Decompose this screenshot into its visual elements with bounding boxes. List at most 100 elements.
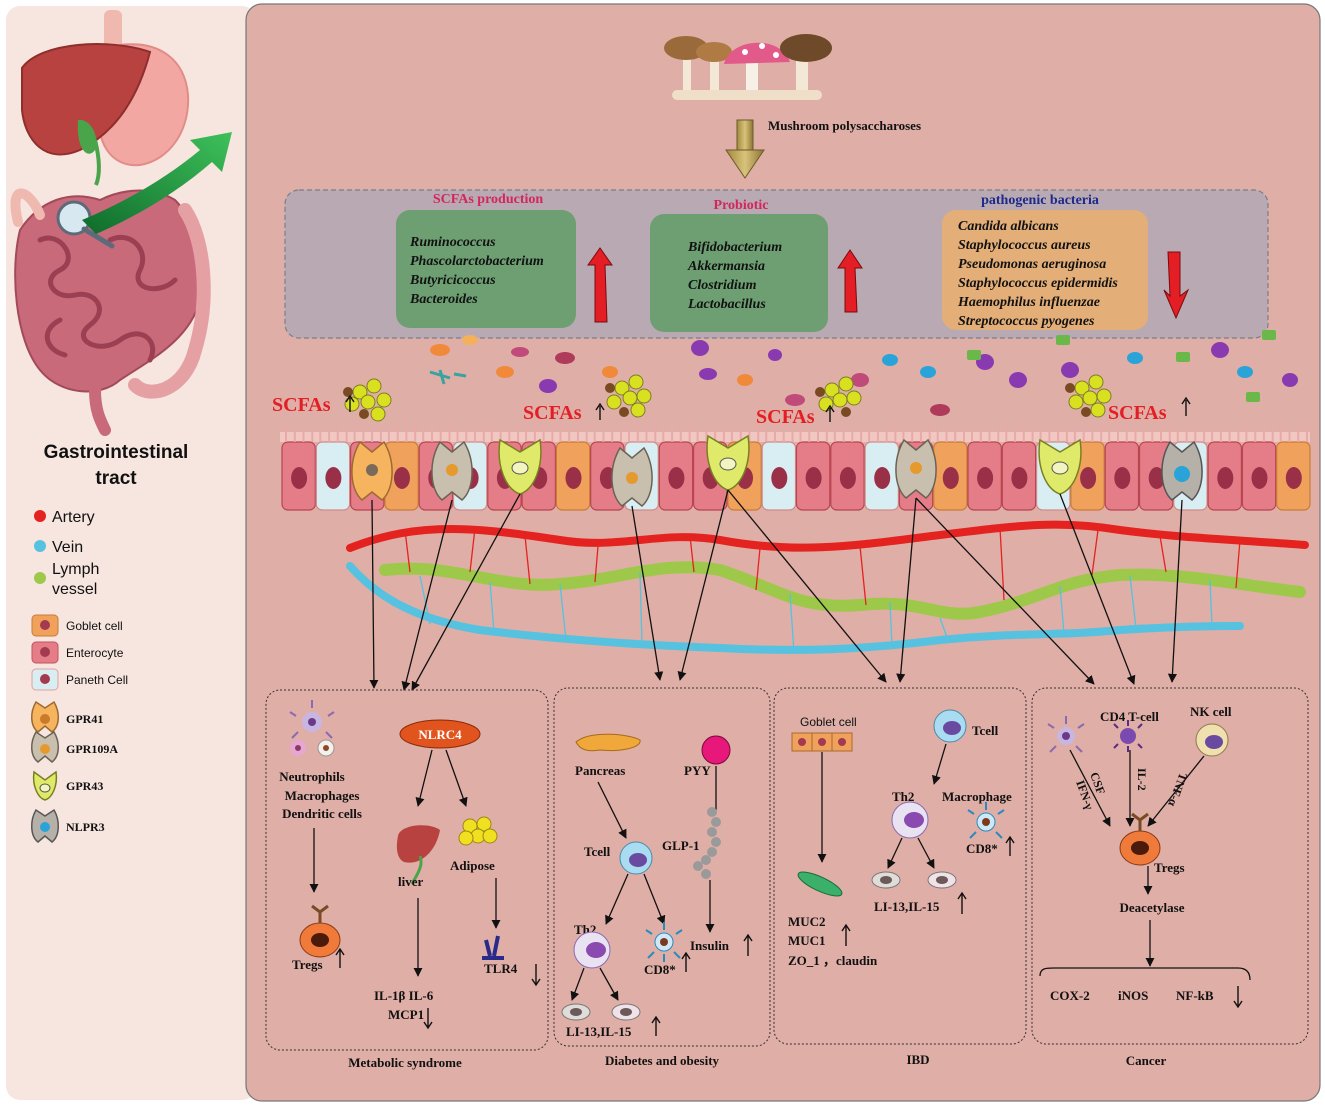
legend-artery: Artery — [52, 509, 95, 526]
gpr43-receptor-icon — [498, 438, 542, 495]
mushroom-label: Mushroom polysaccharoses — [768, 118, 921, 133]
zoom-arrow-icon — [82, 132, 232, 234]
up-arrow-icon — [837, 249, 863, 313]
cell-nucleus — [565, 467, 582, 489]
legend-title-line1: Gastrointestinal — [44, 442, 189, 463]
bracket-line — [1039, 967, 1251, 981]
cell-nucleus — [874, 467, 891, 489]
pathway-arrows — [369, 489, 1183, 691]
down-arrow-red-icon — [1163, 251, 1190, 320]
cell-nucleus — [805, 467, 822, 489]
cell-nucleus — [394, 467, 410, 489]
pyy-label: PYY — [684, 763, 711, 778]
probiotic-title: Probiotic — [714, 198, 769, 213]
dendritic-cell-icon — [1047, 716, 1085, 753]
cell-nucleus — [1148, 467, 1165, 489]
ibd-caption: IBD — [906, 1052, 929, 1067]
ibd-tcell-label: Tcell — [972, 723, 999, 738]
pyy-icon — [701, 735, 731, 765]
cell-nucleus — [1251, 467, 1268, 489]
scfas-label: SCFAs — [272, 394, 331, 416]
cancer-caption: Cancer — [1126, 1053, 1167, 1068]
cd4-cell-icon — [1113, 720, 1143, 752]
legend-goblet: Goblet cell — [66, 619, 123, 633]
cell-nucleus — [291, 467, 308, 489]
tcell-icon — [933, 709, 967, 743]
tlr4-receptor-icon — [482, 935, 504, 960]
tlr4-label: TLR4 — [484, 961, 518, 976]
nlpr3-receptor-icon — [1161, 440, 1203, 501]
cell-nucleus — [771, 467, 788, 489]
gpr43-receptor-icon — [706, 434, 750, 491]
gallbladder-icon — [77, 119, 97, 154]
cd4-label: CD4 T-cell — [1100, 709, 1159, 724]
cd8-cell-icon — [645, 922, 683, 962]
pancreas-icon — [575, 733, 641, 752]
cancer-tregs-label: Tregs — [1154, 860, 1185, 875]
artery-dot-icon — [34, 510, 46, 522]
cell-nucleus — [1217, 467, 1234, 489]
glp1-peptide-icon — [693, 807, 721, 879]
ibd-th2-label: Th2 — [892, 789, 914, 804]
mushrooms-icon — [664, 34, 832, 100]
gpr43-receptor-icon — [32, 770, 58, 801]
scfa-item: Ruminococcus — [409, 235, 496, 250]
scfa-item: Butyricicoccus — [409, 273, 496, 288]
insulin-label: Insulin — [690, 938, 730, 953]
metabolic-caption: Metabolic syndrome — [348, 1055, 462, 1070]
epithelial-receptors — [351, 434, 1203, 507]
down-arrow-icon — [725, 119, 765, 179]
pathogenic-item: Haemophilus influenzae — [957, 295, 1100, 310]
bacteria-cluster — [429, 330, 1298, 416]
legend-gpr41: GPR41 — [66, 712, 103, 726]
treg-cell-icon — [1119, 812, 1161, 866]
gpr109a-receptor-icon — [431, 440, 473, 501]
muc1-label: MUC1 — [788, 933, 826, 948]
probiotic-item: Lactobacillus — [687, 297, 766, 312]
cell-nucleus — [668, 467, 685, 489]
cell-nucleus — [1114, 467, 1131, 489]
scfas-label: SCFAs — [1108, 402, 1167, 424]
th2-cell-icon — [891, 801, 929, 839]
immune-cell-label: Neutrophils — [279, 769, 345, 784]
up-arrow-icon — [587, 247, 613, 323]
liver-icon — [21, 43, 152, 156]
cell-nucleus — [977, 467, 994, 489]
lymph-line — [379, 561, 1306, 620]
probiotic-box — [650, 214, 828, 332]
pancreas-label: Pancreas — [575, 763, 625, 778]
probiotic-item: Clostridium — [688, 278, 757, 293]
cell-nucleus — [1285, 467, 1302, 489]
probiotic-item: Bifidobacterium — [687, 240, 782, 255]
cell-nucleus — [1080, 467, 1097, 489]
pathogenic-item: Candida albicans — [958, 219, 1059, 234]
metabolic-box — [265, 689, 549, 1051]
legend-title-line2: tract — [95, 468, 137, 489]
scfa-item: Phascolarctobacterium — [410, 254, 544, 269]
cytokines-label: IL-1β IL-6 — [374, 988, 434, 1003]
gpr109a-receptor-icon — [895, 438, 937, 499]
artery-line — [346, 520, 1309, 552]
legend-nlpr3: NLPR3 — [66, 820, 105, 834]
pathogenic-item: Staphylococcus epidermidis — [958, 276, 1118, 291]
blood-vessels — [346, 520, 1309, 654]
metabolic-tregs-label: Tregs — [292, 957, 323, 972]
nfkb-label: NF-kB — [1176, 988, 1214, 1003]
cell-nucleus — [839, 467, 856, 489]
liver-small-icon — [396, 825, 440, 885]
macrophage-icon — [967, 802, 1005, 839]
cancer-box — [1031, 687, 1309, 1045]
scfas-label: SCFAs — [756, 406, 815, 428]
cell-nucleus — [325, 467, 342, 489]
pathogenic-box — [942, 210, 1148, 330]
legend-paneth: Paneth Cell — [66, 673, 128, 687]
gpr109a-receptor-icon — [31, 730, 59, 763]
immune-cell-label: Dendritic cells — [282, 806, 362, 821]
adipose-icon — [458, 816, 498, 846]
cytokines-label: MCP1 — [388, 1007, 424, 1022]
plasma-cell-icons — [871, 871, 957, 889]
mucin-icon — [797, 871, 843, 897]
nlpr3-receptor-icon — [31, 808, 59, 843]
